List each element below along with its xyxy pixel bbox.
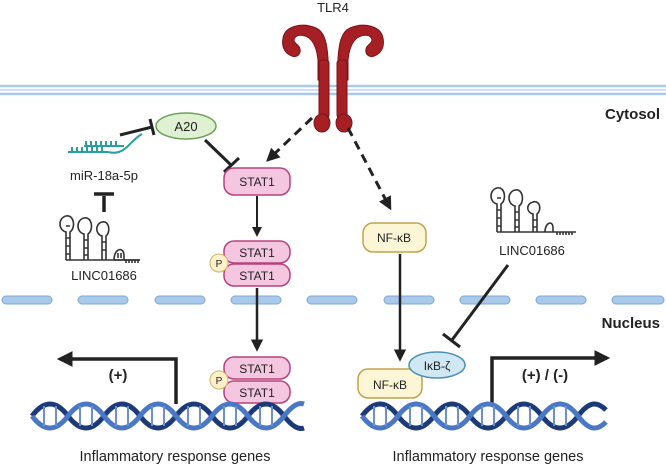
a20-node: A20 [155, 112, 217, 140]
lncrna-right-icon [490, 187, 576, 235]
right-genes-label: Inflammatory response genes [392, 449, 583, 465]
lncrna-right-label: LINC01686 [499, 243, 565, 258]
tlr4-signal-arrows [266, 116, 392, 211]
tlr4-to-nfkb-arrow [346, 127, 392, 211]
stat1-nucleus-bottom-label: STAT1 [239, 386, 275, 400]
a20-label: A20 [174, 119, 197, 134]
lncrna-inhibits-ikbz [442, 264, 510, 349]
stat1-label: STAT1 [239, 175, 275, 189]
tlr4-to-stat1-arrow [266, 116, 314, 162]
left-transcription-arrow [56, 351, 178, 404]
phospho-label: P [216, 259, 223, 270]
mirna-icon [68, 133, 143, 154]
phospho-nucleus-label: P [216, 376, 223, 387]
nfkb-node: NF-κB [362, 222, 427, 253]
tlr4-receptor-icon [282, 24, 384, 133]
nfkb-label: NF-κB [377, 231, 411, 245]
nfkb-nucleus-label: NF-κB [373, 378, 407, 392]
stat1-nucleus-top-label: STAT1 [239, 362, 275, 376]
stat1-dimer-bottom-label: STAT1 [239, 269, 275, 283]
ikbz-label: IκB-ζ [424, 359, 451, 373]
cytosol-label: Cytosol [605, 106, 660, 123]
cell-membrane [0, 84, 666, 96]
tlr4-label: TLR4 [317, 0, 349, 15]
stat1-dimer-top-label: STAT1 [239, 246, 275, 260]
right-sign-label: (+) / (-) [522, 367, 568, 384]
nuclear-membrane [1, 295, 665, 305]
stat1-dimer-nucleus: STAT1 STAT1 P [209, 356, 291, 404]
left-genes-label: Inflammatory response genes [79, 449, 270, 465]
lncrna-left-label: LINC01686 [71, 268, 137, 283]
nfkb-nucleus-node: NF-κB [357, 368, 423, 399]
lncrna-left-icon [59, 215, 140, 263]
a20-inhibits-stat1 [203, 138, 241, 174]
stat1-dimer-cytosol: STAT1 STAT1 P [209, 240, 291, 287]
ikbz-node: IκB-ζ [408, 351, 466, 379]
right-transcription-arrow [490, 350, 611, 404]
stat1-node: STAT1 [223, 167, 291, 196]
mirna-label: miR-18a-5p [70, 168, 138, 183]
left-sign-label: (+) [109, 367, 128, 384]
nucleus-label: Nucleus [602, 315, 660, 332]
mirna-inhibits-a20 [119, 118, 156, 137]
dna-left-icon [30, 401, 305, 431]
dna-right-icon [360, 401, 608, 431]
linc-inhibits-mirna [94, 192, 114, 212]
